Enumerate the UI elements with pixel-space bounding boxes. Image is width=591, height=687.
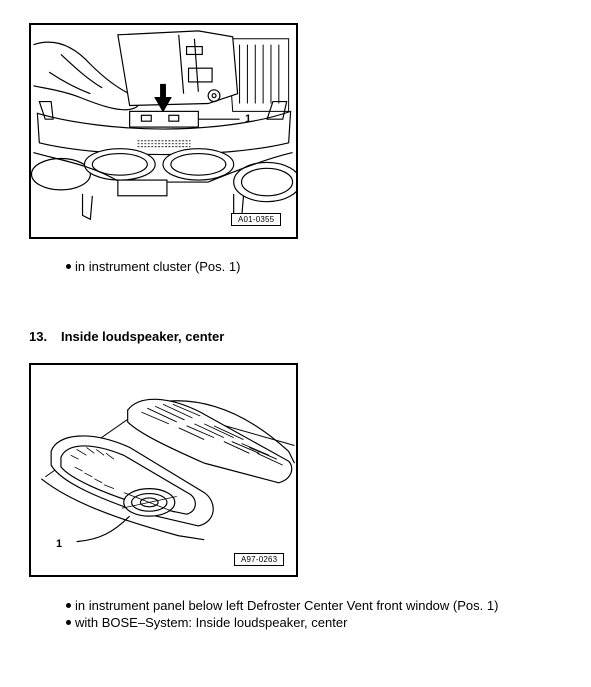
callout-label: 1 <box>56 538 63 550</box>
list-item: in instrument panel below left Defroster… <box>66 598 498 613</box>
bullet-icon <box>66 603 71 609</box>
loudspeaker-drawing <box>40 398 296 543</box>
list-item: with BOSE–System: Inside loudspeaker, ce… <box>66 615 347 630</box>
bullet-text: in instrument cluster (Pos. 1) <box>75 259 241 274</box>
figure-inside-loudspeaker: 1 A97-0263 <box>29 363 298 577</box>
callout-label: 1 <box>245 113 252 125</box>
list-item: in instrument cluster (Pos. 1) <box>66 259 240 274</box>
section-heading: 13. Inside loudspeaker, center <box>29 329 224 344</box>
bullet-icon <box>66 620 71 626</box>
section-title: Inside loudspeaker, center <box>61 329 225 344</box>
figure-instrument-cluster: 1 A01-0355 <box>29 23 298 239</box>
bullet-icon <box>66 264 71 270</box>
figure-code: A97-0263 <box>234 553 285 566</box>
instrument-cluster-drawing <box>31 30 296 221</box>
bullet-text: with BOSE–System: Inside loudspeaker, ce… <box>75 615 348 630</box>
figure-code: A01-0355 <box>231 213 282 226</box>
section-number: 13. <box>29 329 48 344</box>
bullet-text: in instrument panel below left Defroster… <box>75 598 499 613</box>
